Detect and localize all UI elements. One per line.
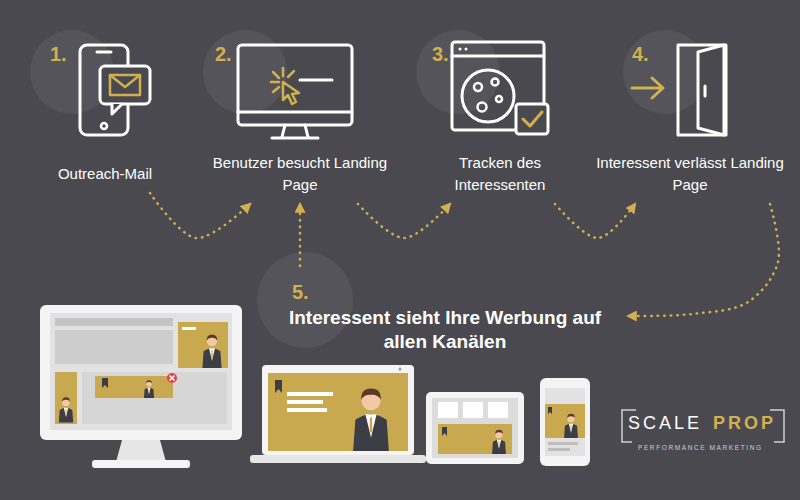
step-number: 5. <box>270 270 620 306</box>
step-caption: Tracken des Interessenten <box>415 152 585 196</box>
logo-tagline: PERFORMANCE MARKETING <box>638 444 763 451</box>
step-number: 1. <box>35 40 175 68</box>
step-caption: Interessent verlässt Landing Page <box>595 152 785 196</box>
process-step: 1. Outreach-Mail <box>35 40 175 185</box>
logo-word: SCALE <box>628 414 702 434</box>
desktop-device <box>40 305 242 468</box>
back-circles <box>30 30 707 348</box>
dotted-arrow <box>358 204 450 238</box>
dotted-arrow <box>299 204 302 266</box>
process-step: 4. Interessent verlässt Landing Page <box>595 40 785 196</box>
process-step: 2. Benutzer besucht Landing Page <box>212 40 388 196</box>
step-caption: Outreach-Mail <box>35 163 175 185</box>
phone-mail-icon <box>80 45 150 135</box>
phone-device <box>540 378 590 466</box>
logo-frame <box>622 410 784 442</box>
step-number: 4. <box>595 40 785 68</box>
step-number: 3. <box>415 40 585 68</box>
logo-word: PROP <box>713 414 776 434</box>
monitor-click-icon <box>238 45 352 138</box>
result-step: 5.Interessent sieht Ihre Werbung auf all… <box>270 270 620 354</box>
dotted-arrow <box>628 204 779 316</box>
step-caption: Benutzer besucht Landing Page <box>212 152 388 196</box>
laptop-device <box>250 365 426 463</box>
process-step: 3. Tracken des Interessenten <box>415 40 585 196</box>
dotted-arrow <box>555 204 635 238</box>
step-caption: Interessent sieht Ihre Werbung auf allen… <box>270 306 620 354</box>
step-number: 2. <box>212 40 388 68</box>
tablet-device <box>426 392 524 464</box>
cookie-tracking-icon <box>452 42 548 134</box>
dotted-arrow <box>150 193 250 238</box>
